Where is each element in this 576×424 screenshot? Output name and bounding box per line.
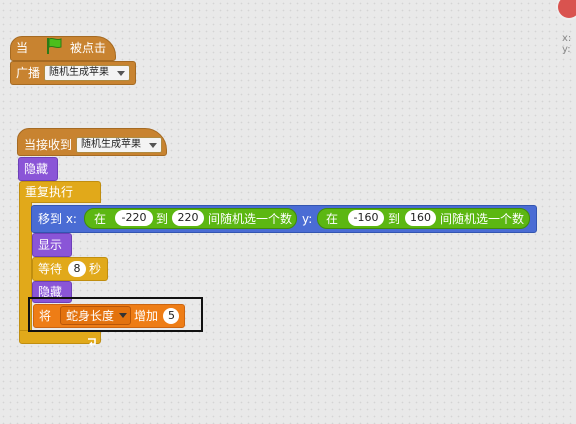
stage-corner	[556, 0, 576, 20]
hide-label: 隐藏	[24, 162, 49, 176]
random-x-from-input[interactable]: -220	[115, 210, 153, 226]
goto-y-label: y:	[302, 212, 313, 226]
wait-label: 等待	[38, 262, 63, 276]
chevron-down-icon	[117, 71, 125, 76]
broadcast-label: 广播	[16, 66, 41, 80]
receive-value: 随机生成苹果	[81, 139, 141, 150]
clicked-label: 被点击	[70, 41, 107, 55]
forever-block-top[interactable]	[19, 181, 101, 203]
change-amount-input[interactable]: 5	[163, 308, 179, 324]
show-label: 显示	[38, 238, 63, 252]
variable-name: 蛇身长度	[66, 309, 115, 323]
change-by-label: 增加	[134, 309, 159, 323]
random-y-to-input[interactable]: 160	[405, 210, 436, 226]
variable-dropdown[interactable]	[60, 306, 131, 325]
receive-label: 当接收到	[24, 138, 73, 152]
wait-seconds-input[interactable]: 8	[68, 261, 86, 277]
broadcast-dropdown[interactable]: 随机生成苹果	[44, 65, 130, 81]
goto-label: 移到 x:	[38, 212, 77, 226]
green-flag-icon	[44, 36, 64, 56]
when-flag-clicked-hat[interactable]	[10, 36, 116, 61]
forever-label: 重复执行	[25, 185, 74, 199]
when-label: 当	[16, 41, 29, 55]
random-y-in-label: 在	[326, 212, 339, 226]
random-x-to-input[interactable]: 220	[172, 210, 204, 226]
hide-block[interactable]	[18, 157, 58, 181]
random-x-pick-label: 间随机选一个数	[208, 212, 293, 226]
chevron-down-icon	[149, 143, 157, 148]
broadcast-value: 随机生成苹果	[49, 67, 109, 78]
change-label: 将	[39, 309, 52, 323]
random-x-to-label: 到	[156, 212, 169, 226]
random-y-pick-label: 间随机选一个数	[440, 212, 525, 226]
show-block[interactable]	[32, 233, 72, 257]
random-y-from-input[interactable]: -160	[348, 210, 384, 226]
stage-x-label: x:	[562, 33, 572, 44]
receive-dropdown[interactable]: 随机生成苹果	[76, 137, 162, 153]
stage-y-label: y:	[562, 44, 571, 55]
random-x-in-label: 在	[94, 212, 107, 226]
loop-arrow-icon	[86, 332, 98, 347]
wait-unit-label: 秒	[89, 262, 102, 276]
hide-label-2: 隐藏	[38, 285, 63, 299]
random-y-to-label: 到	[388, 212, 401, 226]
chevron-down-icon	[119, 313, 127, 318]
highlight-box	[28, 297, 203, 332]
